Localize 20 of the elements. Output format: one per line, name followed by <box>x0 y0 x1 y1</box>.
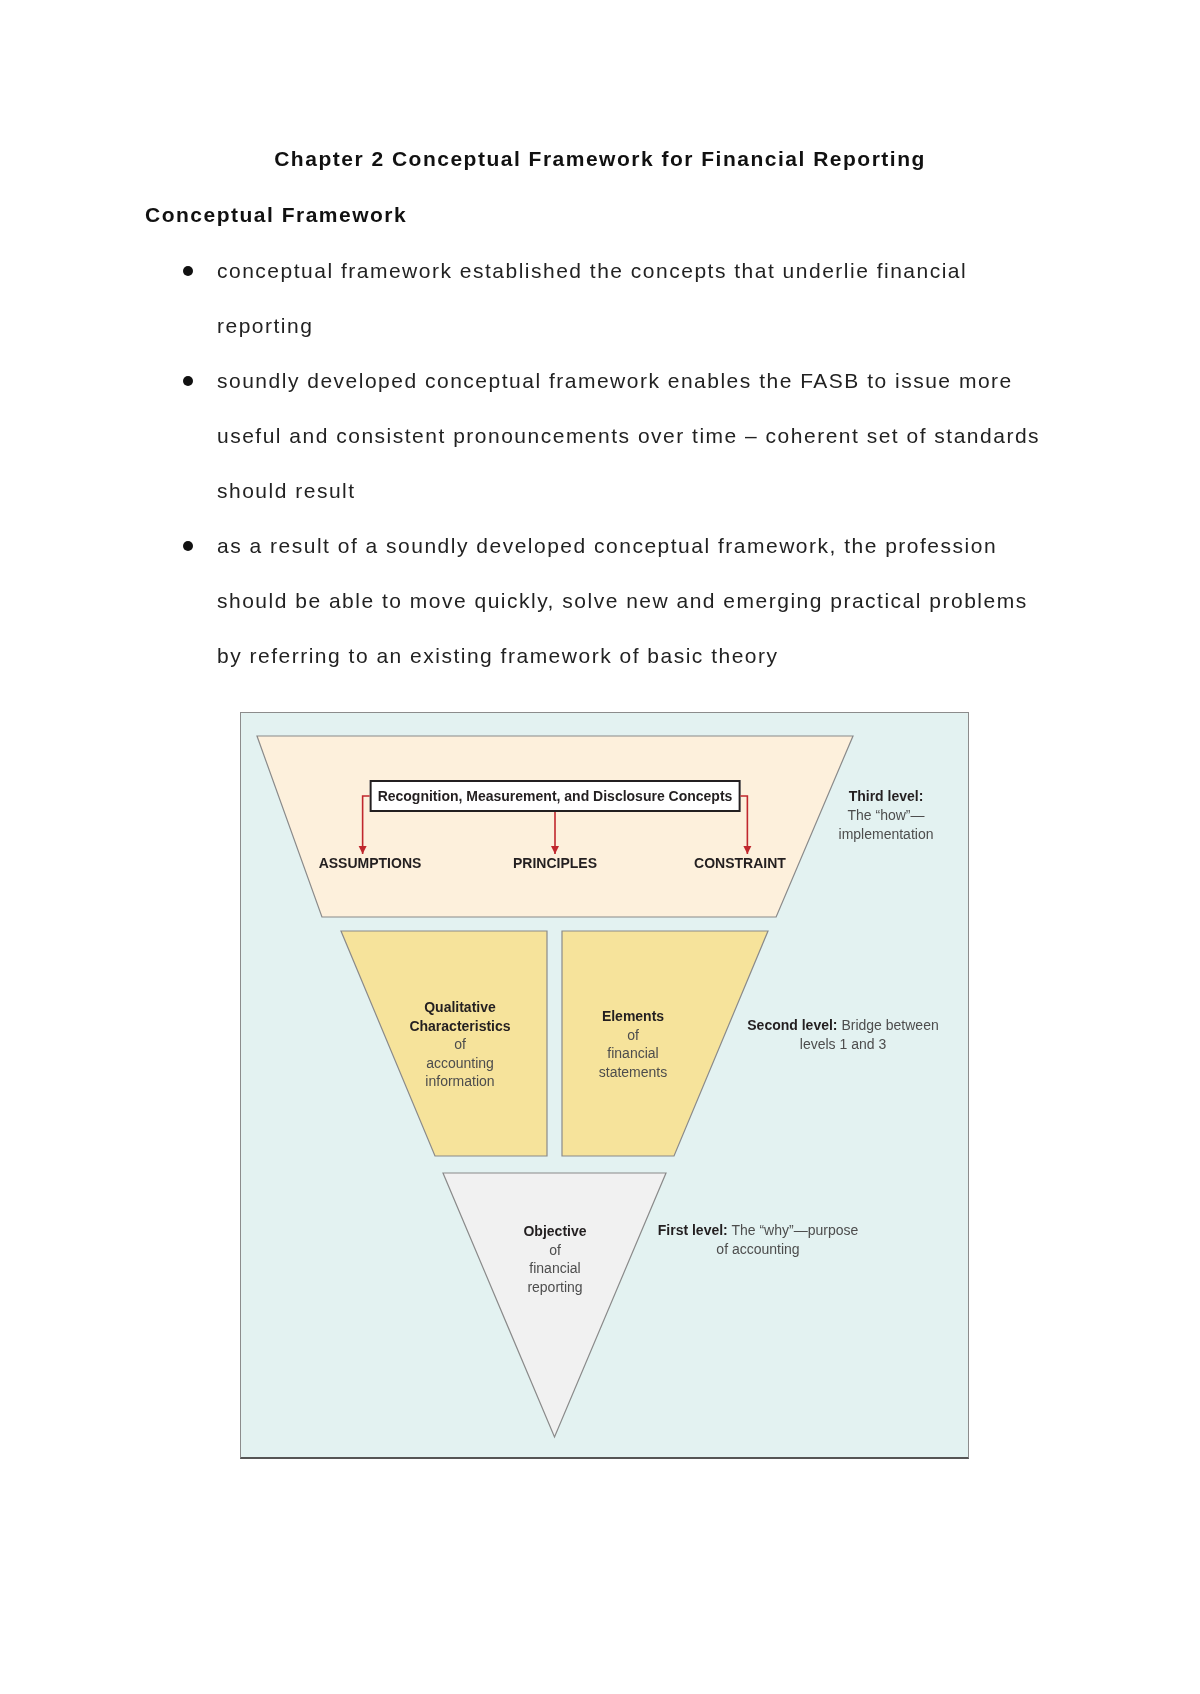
category-label: ASSUMPTIONS <box>318 854 422 872</box>
level-description: Third level: The “how”—implementation <box>837 787 935 844</box>
panel-text: of financial reporting <box>527 1240 583 1296</box>
bullet-text: as a result of a soundly developed conceptual framework, the profession should be able to move quickly, solve new and emerging practical problems by referring to an existing framework of basic theory <box>217 533 1029 669</box>
level-description: Second level: Bridge between levels 1 and 3 <box>746 1016 940 1054</box>
panel-text: of accounting information <box>425 1035 495 1091</box>
level-description: First level: The “why”—purpose of accounting <box>656 1221 860 1259</box>
arrow <box>358 795 371 855</box>
panel-text: of financial statements <box>598 1025 668 1081</box>
arrow <box>739 795 752 855</box>
panel-heading: Elements <box>601 1007 665 1026</box>
section-heading: Conceptual Framework <box>145 202 408 228</box>
trapezoid-panel <box>341 931 547 1156</box>
concepts-box: Recognition, Measurement, and Disclosure Concepts <box>369 780 741 812</box>
category-label: CONSTRAINT <box>694 854 786 872</box>
panel-heading: Qualitative Characteristics <box>409 998 511 1035</box>
page-title: Chapter 2 Conceptual Framework for Financial Reporting <box>274 146 926 172</box>
panel-heading: Objective <box>523 1222 587 1241</box>
category-label: PRINCIPLES <box>513 854 597 872</box>
arrow <box>551 811 559 855</box>
